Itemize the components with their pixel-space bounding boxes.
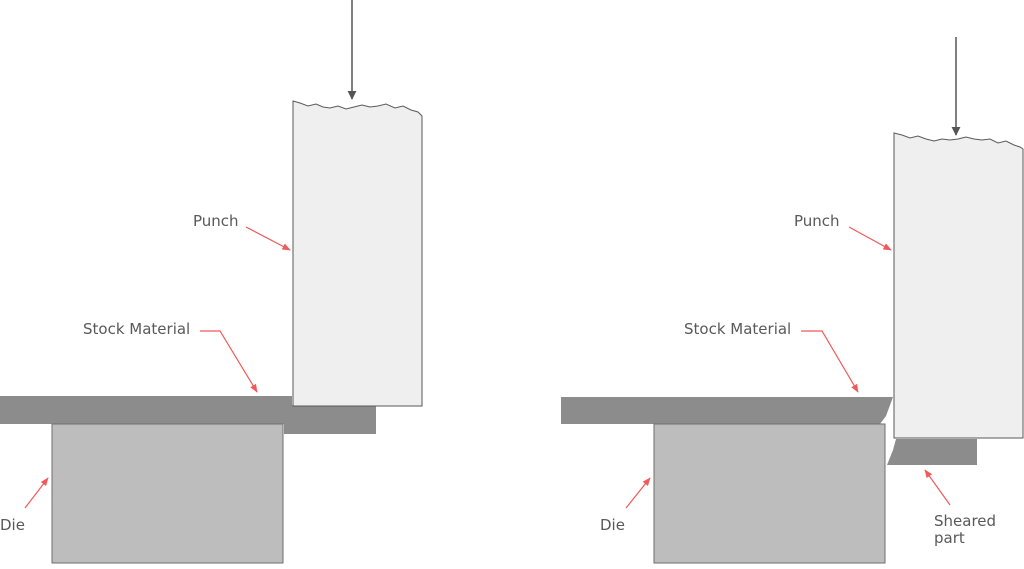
punch-leader <box>245 226 291 251</box>
punch-label: Punch <box>794 212 840 230</box>
punch-leader <box>848 226 892 251</box>
stock-material <box>561 397 893 424</box>
stock-material-leader <box>200 330 258 393</box>
stock-material-label: Stock Material <box>684 320 791 338</box>
die <box>51 423 284 564</box>
stock-material <box>0 396 292 424</box>
sheared-part-label-line2: part <box>934 529 965 547</box>
panel-after: Punch Stock Material Die Sheared part <box>561 37 1024 564</box>
die-label: Die <box>600 516 625 534</box>
stock-material-leader <box>801 330 859 393</box>
punch <box>292 100 423 407</box>
die-leader <box>625 477 651 509</box>
punch <box>893 132 1024 439</box>
punch-label: Punch <box>193 212 239 230</box>
stock-material-under-punch <box>284 405 376 434</box>
stock-material-label: Stock Material <box>83 320 190 338</box>
sheared-part-label-line1: Sheared <box>934 512 996 530</box>
panel-before: Punch Stock Material Die <box>0 0 423 564</box>
die-label: Die <box>0 516 25 534</box>
die <box>653 423 886 564</box>
die-leader <box>24 477 49 509</box>
sheared-part <box>887 439 977 465</box>
sheared-part-leader <box>924 469 951 506</box>
